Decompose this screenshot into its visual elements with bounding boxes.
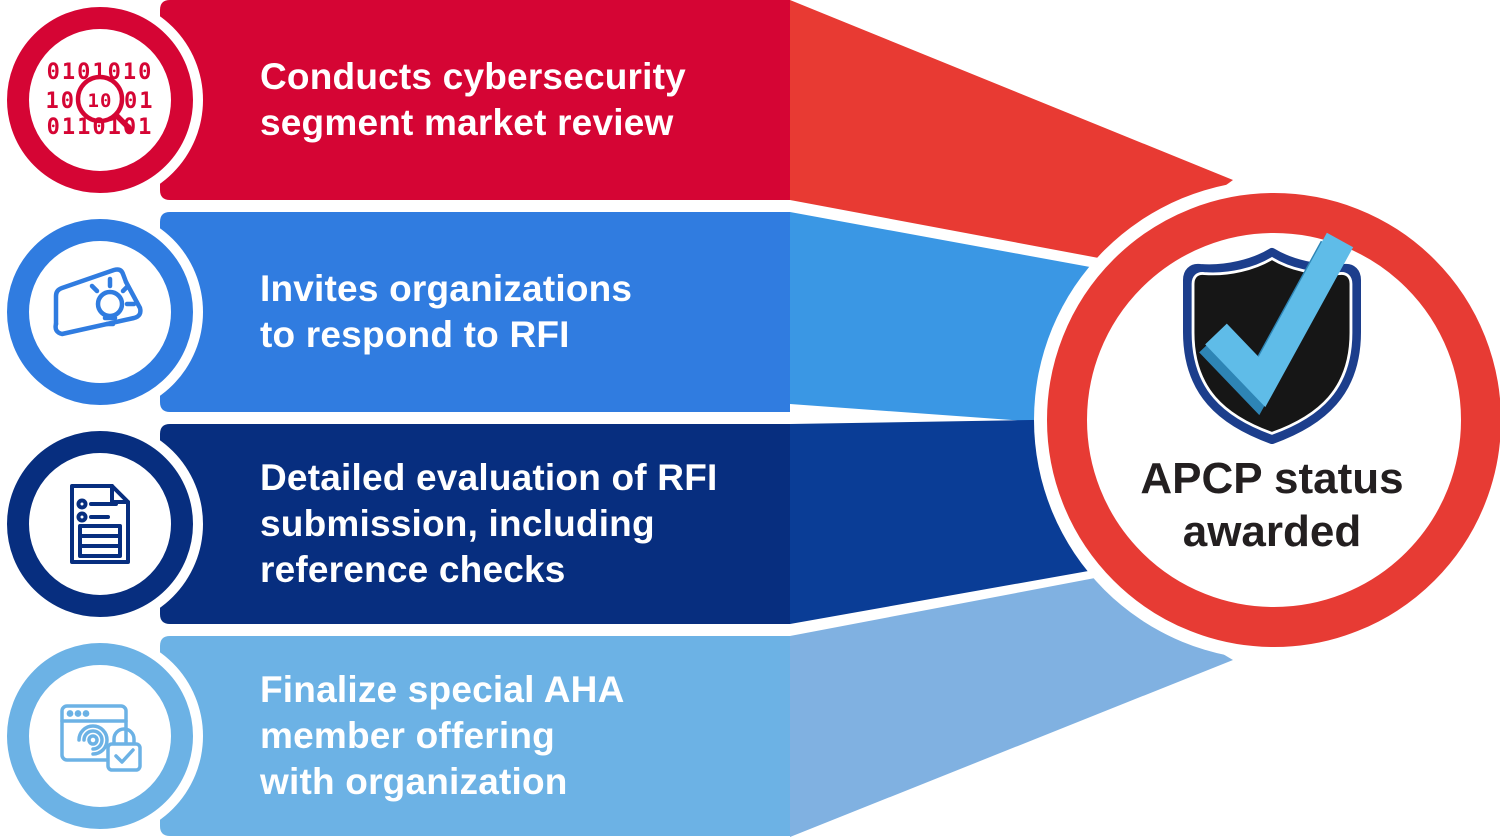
step4-label-line: with organization (260, 761, 568, 802)
step3-label-line: reference checks (260, 549, 566, 590)
step3-label-line: Detailed evaluation of RFI (260, 457, 718, 498)
step2-label-line: Invites organizations (260, 268, 633, 309)
check-mark (1205, 232, 1354, 408)
step1-arrow (790, 0, 1233, 262)
step3-label-line: submission, including (260, 503, 655, 544)
badge-label: APCP status awarded (1140, 452, 1403, 558)
step3-bar (160, 424, 790, 624)
badge-label-line: APCP status (1140, 454, 1404, 503)
laptop-idea-icon (53, 267, 143, 337)
step4-arrow (790, 578, 1233, 837)
badge-label-line: awarded (1182, 507, 1362, 556)
step2-label-line: to respond to RFI (260, 314, 570, 355)
svg-text:01: 01 (124, 89, 155, 114)
binary-search-icon: 0101010 10 01 0110101 10 (46, 60, 155, 140)
step1-label-line: Conducts cybersecurity (260, 56, 686, 97)
step1-bar (160, 0, 790, 200)
step1-icon-circle (0, 0, 203, 203)
step2-bar (160, 212, 790, 412)
step4-label-line: member offering (260, 715, 555, 756)
step4-label: Finalize special AHA member offering wit… (160, 636, 780, 836)
svg-text:0101010: 0101010 (47, 60, 154, 85)
svg-text:10: 10 (88, 90, 113, 112)
step1-label: Conducts cybersecurity segment market re… (160, 0, 780, 200)
step3-label: Detailed evaluation of RFI submission, i… (160, 424, 780, 624)
shield-pinline (1191, 256, 1353, 435)
step4-label-line: Finalize special AHA (260, 669, 625, 710)
secure-browser-icon (60, 704, 142, 772)
step4-bar (160, 636, 790, 836)
step1-label-line: segment market review (260, 102, 674, 143)
step2-label: Invites organizations to respond to RFI (160, 212, 780, 412)
magnifier-glass (75, 74, 134, 133)
svg-text:10: 10 (46, 89, 77, 114)
document-checklist-icon (70, 484, 130, 564)
